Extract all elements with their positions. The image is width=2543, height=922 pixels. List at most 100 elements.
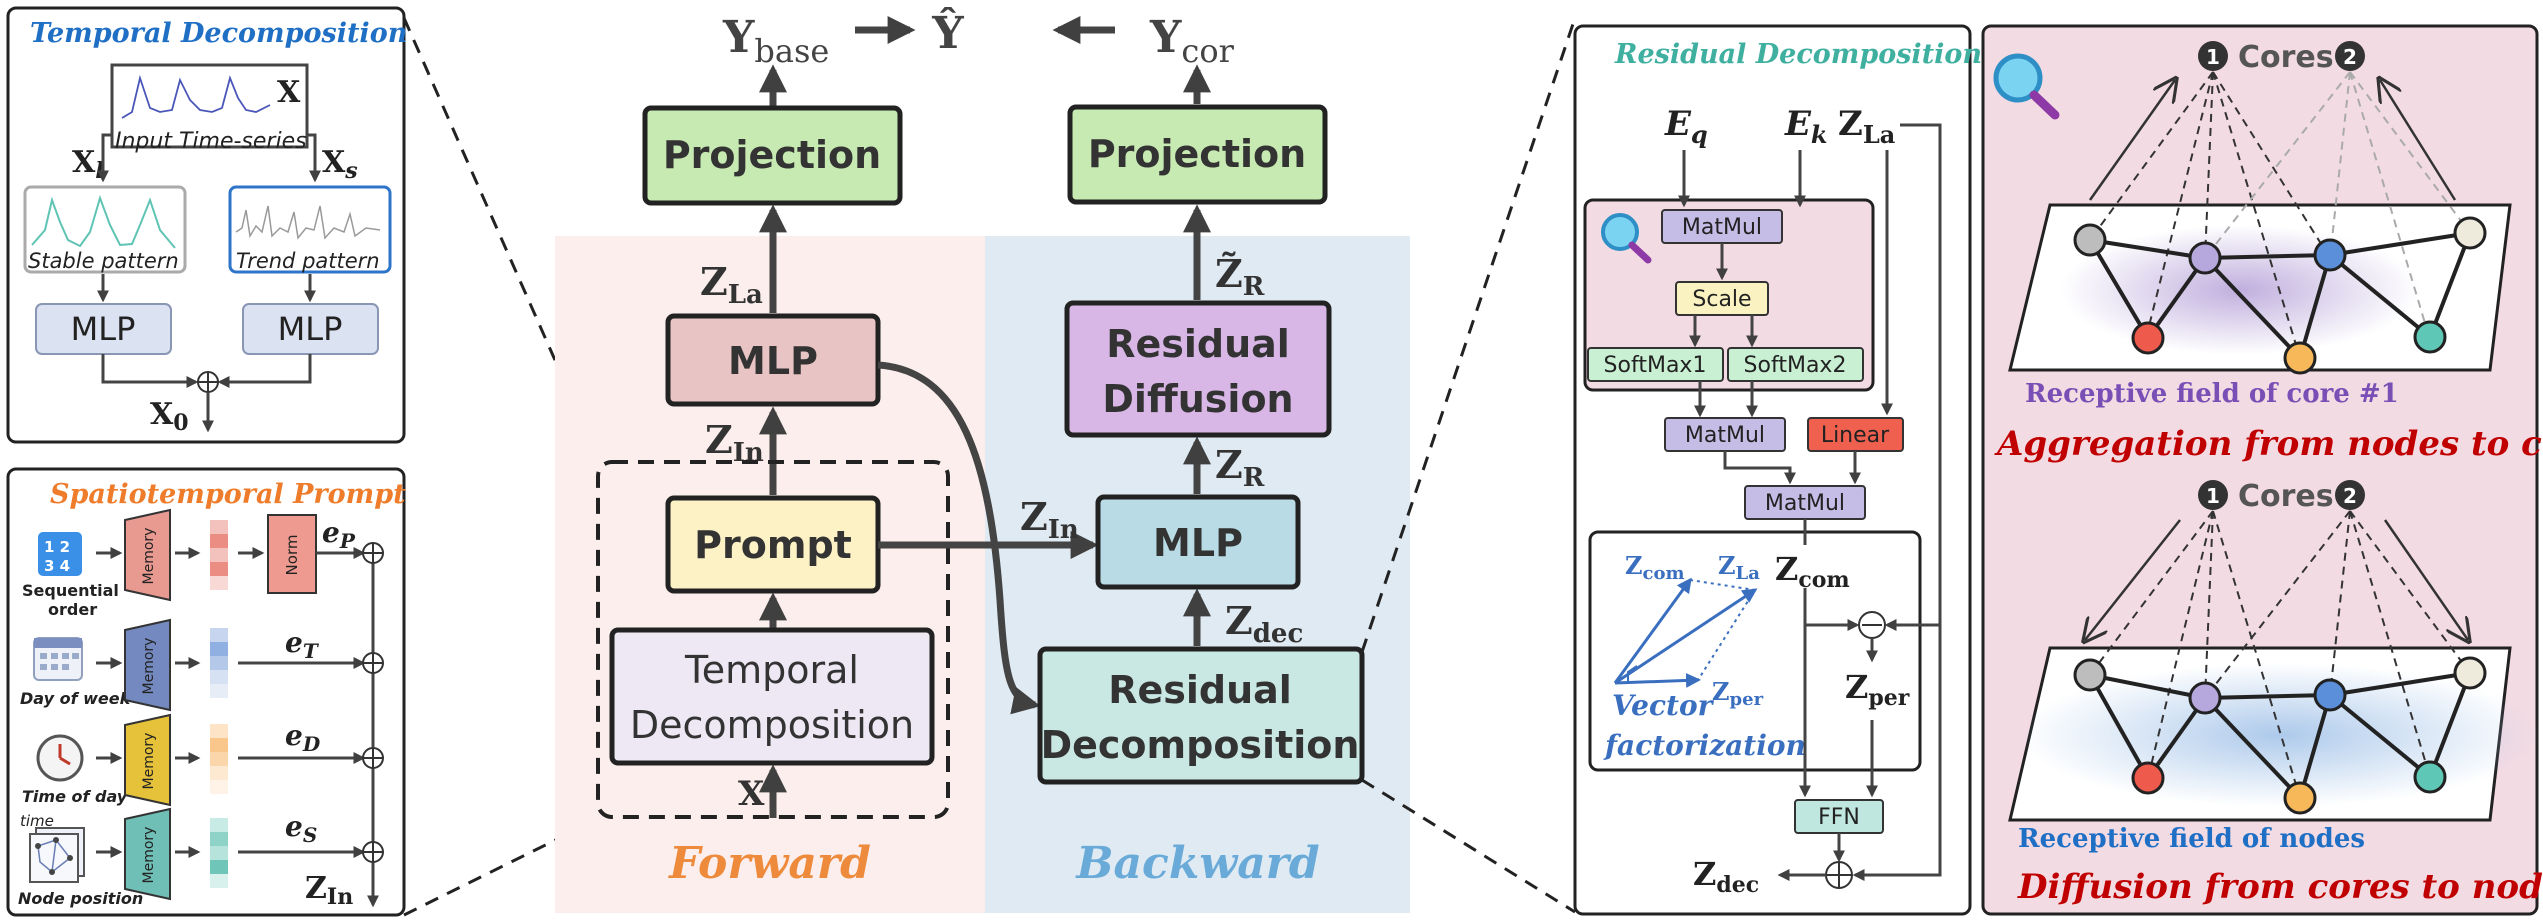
trend-pattern-curve [235,205,381,240]
mlp-to-residual-decomp-arrow [877,361,1041,715]
core-1-number-bottom: 1 [2206,484,2220,508]
backward-label: Backward [1074,838,1319,889]
embedding-bar-s [210,818,228,888]
z-r: ZR [1215,442,1265,493]
svg-text:1 2: 1 2 [44,538,70,556]
z-r-tilde: Z̃R [1215,251,1265,302]
stable-pattern-curve [31,194,176,249]
softmax1-label: SoftMax1 [1604,353,1707,378]
graph-panel: 1 Cores 2 [1981,24,2543,916]
zper-label: Zper [1845,668,1910,711]
top-graph-edges [2088,231,2472,360]
memory-label-2: Memory [141,638,157,695]
z-la-main: ZLa [700,259,763,310]
stable-pattern-caption: Stable pattern [28,249,179,273]
residual-diffusion-label-1: Residual [1106,322,1290,366]
linear-label: Linear [1821,423,1890,448]
y-hat: Ŷ [931,6,964,59]
norm-block [267,514,317,594]
core-1-badge-bottom [2198,480,2228,510]
residual-diffusion-block [1064,300,1332,438]
vector-caption-2: factorization [1603,729,1806,762]
vector-caption-1: Vector [1612,689,1715,722]
vec-zla: ZLa [1718,551,1760,584]
graph-search-icon [1993,53,2060,120]
residual-decomposition-panel: Residual Decomposition Eq Ek ZLa MatMul … [1573,24,1982,916]
scale-label: Scale [1692,287,1751,312]
vec-zper: Zper [1712,677,1764,710]
stable-pattern-box [23,185,187,274]
cores-top-label: Cores [2238,40,2334,75]
diffusion-caption: Diffusion from cores to nodes [2017,867,2543,907]
zdec-label: Zdec [1693,855,1759,898]
day-of-week-caption: Day of week [20,689,132,708]
projection-right [1067,104,1328,205]
z-in-cross: ZIn [1020,494,1079,545]
z-dec-main: Zdec [1225,598,1303,649]
input-series-caption: Input Time-series [115,129,307,154]
softmax1-block [1587,347,1724,382]
mlp-right-label: MLP [1153,521,1243,565]
prompt-block-label: Prompt [694,523,852,567]
memory-block-1 [124,508,171,602]
prompt-panel-title: Spatiotemporal Prompt [50,479,406,510]
ffn-label: FFN [1818,805,1860,830]
node-position-caption: Node position [18,889,143,908]
aggregation-caption: Aggregation from nodes to cores [1994,424,2543,464]
input-series-x-label: X [277,75,301,110]
prompt-row-time-of-day: Time of day Memory eD [22,713,366,807]
receptive-core-caption: Receptive field of core #1 [2025,379,2399,409]
trend-pattern-caption: Trend pattern [236,249,380,273]
vector-factorization-block [1588,530,1922,772]
residual-decomposition-label-2: Decomposition [1041,723,1360,767]
residual-decomposition-label-1: Residual [1108,668,1292,712]
softmax2-label: SoftMax2 [1744,353,1847,378]
time-of-day-caption: Time of day [22,787,128,806]
embedding-bar-d [210,724,228,794]
main-diagram: Ybase Ŷ Ycor Projection ZLa MLP ZIn Prom… [555,6,1410,913]
input-series-curve [121,74,271,119]
clock-icon [36,734,84,782]
temporal-decomposition-panel: Temporal Decomposition X Input Time-seri… [6,6,407,444]
mlp-left [665,313,881,407]
prompt-row-day-of-week: Day of week Memory eT [20,618,366,712]
temporal-mlp-a-label: MLP [71,310,136,348]
xs-label: Xs [322,145,358,184]
temporal-decomposition-label-2: Decomposition [630,703,914,747]
core-2-number-bottom: 2 [2343,484,2357,508]
norm-label: Norm [283,535,301,576]
residual-panel-title: Residual Decomposition [1614,39,1982,70]
embed-p: eP [322,516,356,553]
zla-label: ZLa [1838,104,1895,149]
temporal-decomposition-block [609,627,935,766]
sequential-caption: Sequential [22,581,119,600]
scale-block [1675,281,1769,316]
temporal-panel-title: Temporal Decomposition [30,18,407,49]
sequential-order-icon [38,532,82,576]
y-base: Ybase [722,12,829,70]
central-dashed-box [596,460,950,819]
bottom-graph-edges [2088,671,2472,800]
temporal-mlp-b-label: MLP [278,310,343,348]
memory-label-1: Memory [141,528,157,585]
core-2-badge-bottom [2335,480,2365,510]
x-input-main: X [738,774,765,814]
prompt-row-sequential: 1 2 3 4 Sequential order Memory Norm eP [22,508,366,619]
memory-label-4: Memory [141,827,157,884]
memory-block-2 [124,618,171,712]
embedding-bar-p [210,520,228,590]
calendar-icon [33,637,83,681]
attention-search-icon [1601,213,1652,264]
residual-diffusion-label-2: Diffusion [1102,377,1293,421]
y-cor: Ycor [1149,12,1235,70]
node-graph-icon [29,827,85,883]
vector-diagram [1613,577,1758,688]
sequential-caption-2: order [48,600,97,619]
residual-decomposition-block [1037,646,1365,785]
core-1-number-top: 1 [2206,45,2220,69]
prompt-row-node-position: time Node position Memory eS [18,807,366,908]
embedding-bar-t [210,628,228,698]
svg-text:3 4: 3 4 [44,557,70,575]
projection-left-label: Projection [663,133,881,177]
